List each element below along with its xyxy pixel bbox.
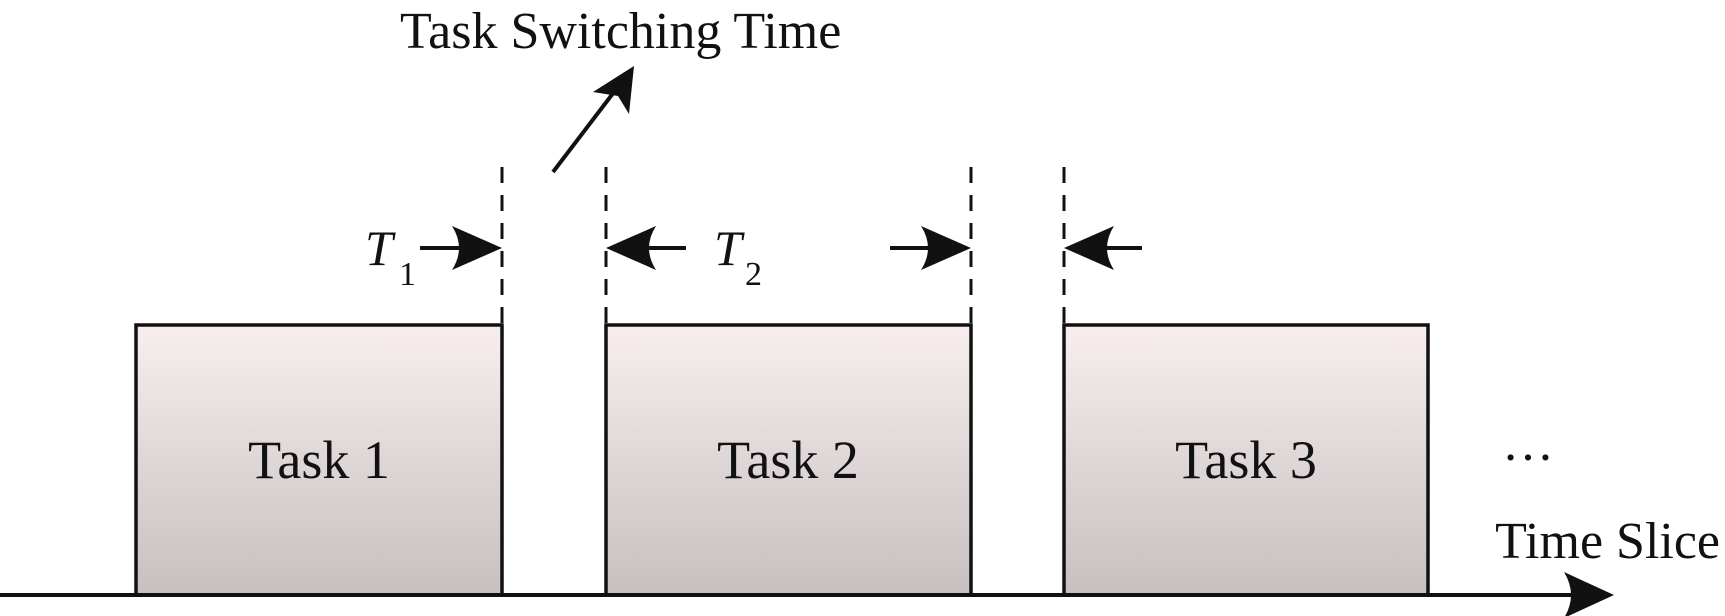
t2-left-arrow <box>606 226 686 270</box>
t1-symbol: T <box>365 220 396 276</box>
task-block: Task 1 <box>134 323 504 597</box>
continuation-ellipsis: … <box>1502 415 1554 472</box>
task-switching-time-label: Task Switching Time <box>400 3 841 60</box>
task-label: Task 1 <box>248 430 390 490</box>
t2-subscript: 2 <box>745 256 762 293</box>
t2-right-arrow <box>890 226 971 270</box>
time-slice-label: Time Slice <box>1495 513 1720 570</box>
switching-time-pointer-arrow <box>551 66 634 174</box>
time-axis-arrow <box>0 572 1614 616</box>
switch-left-arrow <box>1064 226 1142 270</box>
t1-right-arrow <box>420 226 502 270</box>
task-block: Task 2 <box>604 323 973 597</box>
task-block: Task 3 <box>1062 323 1430 597</box>
t1-interval-label: T 1 <box>365 220 416 293</box>
t2-symbol: T <box>714 220 745 276</box>
t1-subscript: 1 <box>399 256 416 293</box>
t2-interval-label: T 2 <box>714 220 762 293</box>
task-label: Task 3 <box>1175 430 1317 490</box>
task-label: Task 2 <box>717 430 859 490</box>
